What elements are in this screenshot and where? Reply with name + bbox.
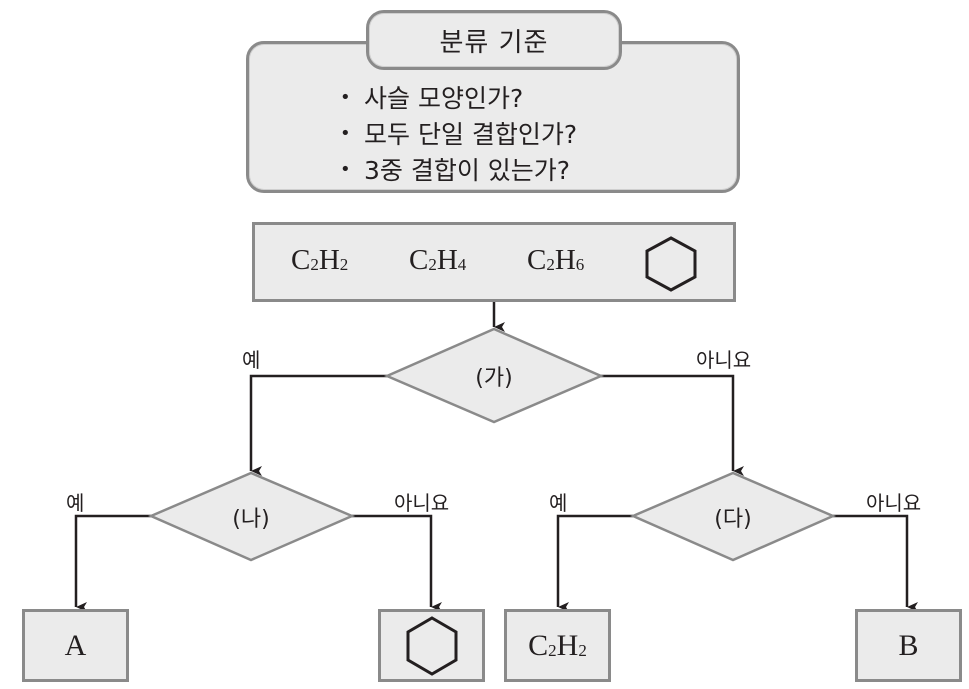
decision-label-na: (나): [232, 507, 270, 532]
result-box-c2h2: C2H2: [504, 609, 611, 682]
criteria-title-tab: 분류 기준: [366, 10, 622, 70]
bullet-icon: •: [340, 123, 351, 144]
result-box-hexagon: [378, 609, 485, 682]
criteria-item: •모두 단일 결합인가?: [340, 116, 577, 152]
arrow-ga-no: [601, 374, 744, 476]
decision-diamond-na: [147, 471, 356, 562]
cyclohexane-hexagon-icon: [645, 236, 697, 292]
compound-c2h2: C2H2: [291, 244, 349, 276]
result-label-a: A: [64, 628, 87, 662]
arrow-ga-yes: [249, 374, 387, 476]
branch-label-ga-yes: 예: [242, 348, 261, 372]
branch-label-da-yes: 예: [549, 491, 568, 515]
result-label-c2h2: C2H2: [528, 628, 587, 662]
arrow-da-no: [833, 514, 918, 612]
compound-c2h6: C2H6: [527, 244, 585, 276]
bullet-icon: •: [340, 159, 351, 180]
arrow-na-yes: [74, 514, 151, 612]
compounds-box: C2H2 C2H4 C2H6: [252, 222, 736, 302]
decision-label-da: (다): [714, 507, 752, 532]
branch-label-da-no: 아니요: [866, 491, 922, 515]
branch-label-na-yes: 예: [66, 491, 85, 515]
decision-diamond-da: [629, 471, 837, 562]
decision-label-ga: (가): [475, 366, 513, 391]
result-box-a: A: [22, 609, 129, 682]
criteria-list: •사슬 모양인가? •모두 단일 결합인가? •3중 결합이 있는가?: [340, 80, 577, 188]
bullet-icon: •: [340, 87, 351, 108]
decision-diamond-ga: [383, 327, 605, 424]
branch-label-ga-no: 아니요: [696, 348, 752, 372]
arrow-da-yes: [556, 514, 633, 612]
compound-c2h4: C2H4: [409, 244, 467, 276]
criteria-item: •3중 결합이 있는가?: [340, 152, 577, 188]
result-label-b: B: [898, 628, 919, 662]
branch-label-na-no: 아니요: [394, 491, 450, 515]
arrow-na-no: [352, 514, 442, 612]
criteria-title: 분류 기준: [439, 27, 549, 58]
result-box-b: B: [855, 609, 962, 682]
cyclohexane-hexagon-icon: [406, 615, 457, 676]
criteria-item: •사슬 모양인가?: [340, 80, 577, 116]
